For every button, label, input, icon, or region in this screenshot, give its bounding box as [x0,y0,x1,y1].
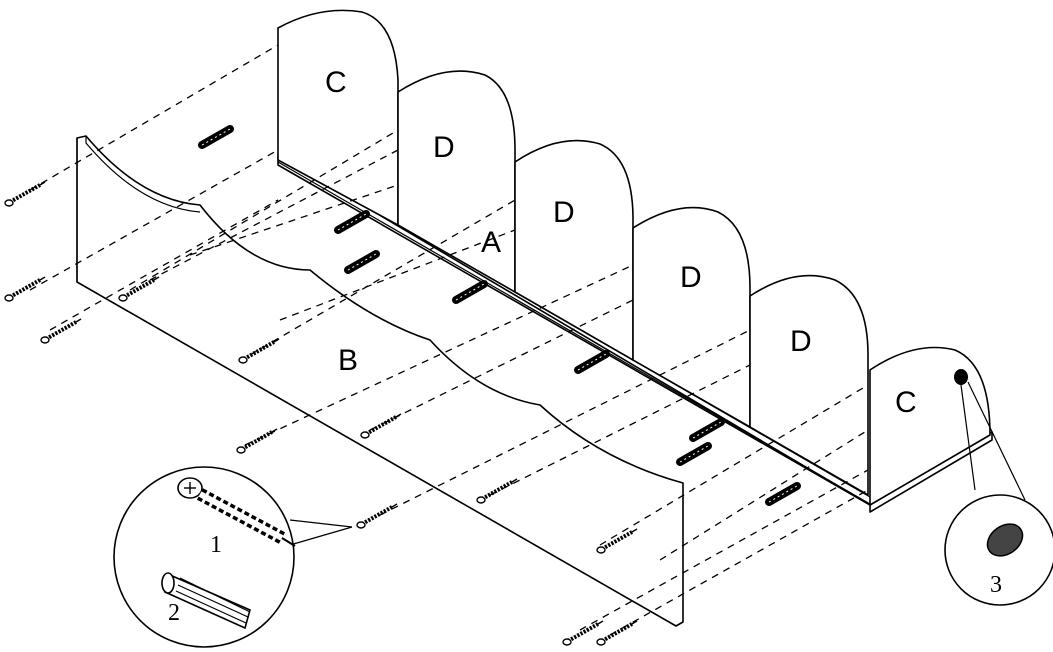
divider-panel-d2 [514,139,634,361]
divider-panel-d3 [632,206,751,428]
label-d2: D [553,196,575,229]
dowel-detail-icon [161,572,251,630]
label-d4: D [790,325,812,358]
label-b: B [338,344,358,377]
callout-number-3: 3 [990,572,1002,598]
assembly-lines [29,44,869,636]
callout-number-1: 1 [210,532,222,558]
screw-detail-icon [177,477,296,547]
felt-pad-icon [986,523,1024,557]
felt-pad-callout: 3 [944,381,1053,606]
label-a: A [481,226,501,259]
label-c-left: C [325,66,347,99]
callout-number-2: 2 [168,600,180,626]
divider-panel-d1 [397,70,516,293]
front-panel-b [76,135,684,627]
label-d3: D [680,261,702,294]
label-d1: D [433,131,455,164]
label-c-right: C [895,386,917,419]
hardware-callout: 1 2 [113,466,353,648]
end-panel-c-left [277,9,399,226]
divider-panel-d4 [749,274,869,496]
end-panel-c-right [869,346,991,506]
felt-pad-dot [954,369,968,385]
